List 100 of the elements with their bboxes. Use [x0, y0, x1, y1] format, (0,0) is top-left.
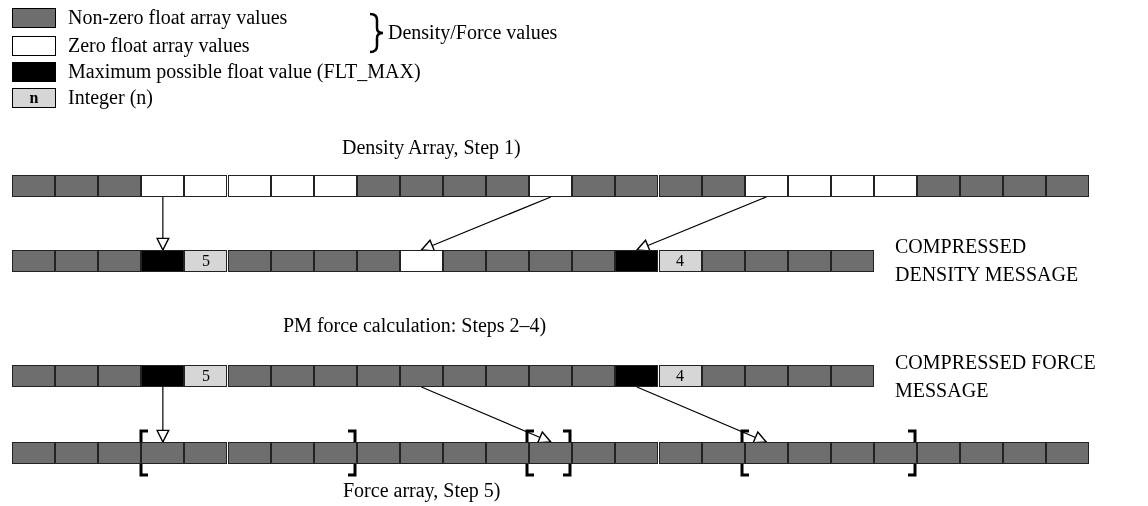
- array-cell: [12, 365, 56, 387]
- array-cell: [572, 365, 616, 387]
- array-cell: [55, 250, 99, 272]
- array-cell: [55, 442, 99, 464]
- array-cell: [270, 365, 314, 387]
- array-cell: [917, 175, 961, 197]
- array-cell: [356, 442, 400, 464]
- array-cell: [443, 365, 487, 387]
- array-cell: [98, 175, 142, 197]
- arrow: [420, 386, 552, 444]
- arrow: [636, 196, 767, 252]
- arrow: [420, 196, 552, 252]
- array-cell: [12, 175, 56, 197]
- array-cell: [486, 365, 530, 387]
- array-cell: [270, 175, 314, 197]
- array-cell: [701, 175, 745, 197]
- arrow: [156, 386, 170, 443]
- array-cell: [443, 175, 487, 197]
- array-cell: [874, 442, 918, 464]
- array-cell: 4: [658, 365, 702, 387]
- array-cell: [529, 175, 573, 197]
- array-cell: [830, 250, 874, 272]
- array-cell: [744, 365, 788, 387]
- array-cell: [701, 442, 745, 464]
- message-label: COMPRESSED DENSITY MESSAGE: [895, 234, 1080, 287]
- array-cell: [486, 175, 530, 197]
- array-cell: [486, 250, 530, 272]
- array-cell: [356, 365, 400, 387]
- legend-text: Maximum possible float value (FLT_MAX): [68, 59, 421, 83]
- array-cell: [572, 442, 616, 464]
- array-cell: [744, 442, 788, 464]
- array-cell: [227, 250, 271, 272]
- array-cell: [830, 365, 874, 387]
- array-cell: 4: [658, 250, 702, 272]
- legend-swatch: n: [12, 88, 56, 108]
- arrow: [636, 386, 767, 444]
- arrow: [156, 196, 170, 251]
- array-cell: [443, 250, 487, 272]
- array-cell: [399, 175, 443, 197]
- array-cell: [184, 442, 228, 464]
- array-cell: [787, 442, 831, 464]
- array-cell: [744, 175, 788, 197]
- array-cell: [141, 442, 185, 464]
- array-cell: [12, 442, 56, 464]
- step-caption: PM force calculation: Steps 2–4): [283, 313, 547, 338]
- array-cell: [787, 250, 831, 272]
- array-cell: [658, 442, 702, 464]
- array-cell: [529, 250, 573, 272]
- array-cell: [141, 365, 185, 387]
- legend-text: Zero float array values: [68, 33, 250, 57]
- array-cell: [141, 175, 185, 197]
- array-cell: [1003, 175, 1047, 197]
- array-cell: [98, 442, 142, 464]
- array-cell: [98, 365, 142, 387]
- array-cell: [313, 175, 357, 197]
- array-cell: [356, 250, 400, 272]
- array-cell: [615, 250, 659, 272]
- array-cell: [1003, 442, 1047, 464]
- array-cell: [399, 442, 443, 464]
- array-cell: [399, 250, 443, 272]
- array-cell: [313, 250, 357, 272]
- array-cell: [356, 175, 400, 197]
- array-cell: [270, 250, 314, 272]
- array-caption: Force array, Step 5): [343, 478, 501, 503]
- group-label: Density/Force values: [388, 20, 558, 45]
- array-cell: [787, 365, 831, 387]
- array-cell: [615, 365, 659, 387]
- array-cell: [960, 442, 1004, 464]
- array-cell: [313, 442, 357, 464]
- array-cell: [917, 442, 961, 464]
- array-cell: [701, 365, 745, 387]
- array-cell: [529, 365, 573, 387]
- array-cell: [55, 175, 99, 197]
- array-cell: [443, 442, 487, 464]
- array-cell: [270, 442, 314, 464]
- array-cell: 5: [184, 365, 228, 387]
- legend-text: Integer (n): [68, 85, 153, 109]
- legend-text: Non-zero float array values: [68, 5, 288, 29]
- array-cell: [227, 365, 271, 387]
- array-cell: [658, 175, 702, 197]
- array-cell: [830, 442, 874, 464]
- array-cell: [1046, 175, 1090, 197]
- array-cell: [830, 175, 874, 197]
- array-cell: [184, 175, 228, 197]
- array-cell: [55, 365, 99, 387]
- array-cell: [787, 175, 831, 197]
- array-cell: [615, 442, 659, 464]
- array-cell: 5: [184, 250, 228, 272]
- array-caption: Density Array, Step 1): [342, 135, 521, 160]
- array-cell: [399, 365, 443, 387]
- array-cell: [227, 175, 271, 197]
- array-cell: [529, 442, 573, 464]
- array-cell: [141, 250, 185, 272]
- message-label: COMPRESSED FORCE MESSAGE: [895, 350, 1097, 403]
- array-cell: [615, 175, 659, 197]
- array-cell: [874, 175, 918, 197]
- array-cell: [12, 250, 56, 272]
- array-cell: [572, 250, 616, 272]
- array-cell: [572, 175, 616, 197]
- array-cell: [227, 442, 271, 464]
